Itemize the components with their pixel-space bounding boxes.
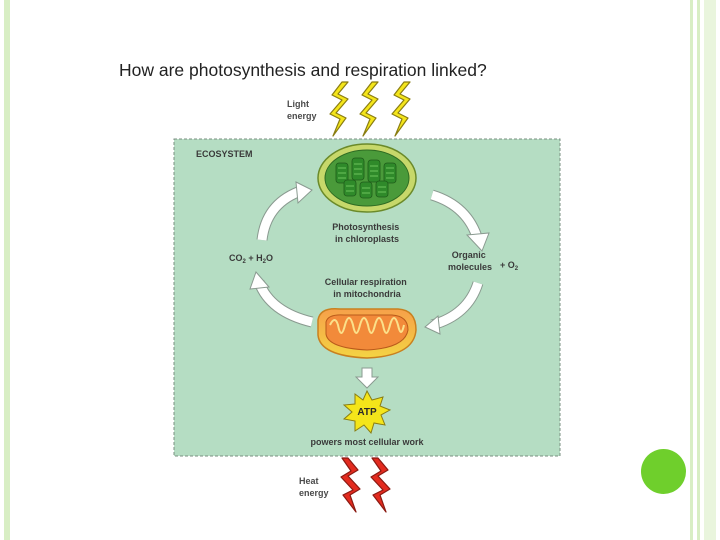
slide-border-left <box>4 0 10 540</box>
co2-h2o-label: CO2 + H2O <box>229 253 273 265</box>
cycle-arrows <box>249 181 490 335</box>
heat-energy-bolts <box>340 457 391 513</box>
mitochondrion-illustration <box>317 307 417 359</box>
arrow-left-up-icon <box>256 181 313 241</box>
slide-border-right <box>697 0 700 540</box>
arrow-left-down-up-icon <box>249 271 314 328</box>
powers-cellular-work-label: powers most cellular work <box>310 437 424 447</box>
light-energy-label: Light energy <box>287 99 317 121</box>
lightning-bolt-icon <box>329 81 349 137</box>
arrow-right-up-down-icon <box>424 281 484 335</box>
arrow-down-icon <box>354 367 380 389</box>
organic-molecules-label: Organic molecules <box>448 250 492 272</box>
slide-title: How are photosynthesis and respiration l… <box>119 60 487 80</box>
cellular-respiration-label: Cellular respiration in mitochondria <box>325 277 410 299</box>
accent-dot <box>641 449 686 494</box>
heat-energy-label: Heat energy <box>299 476 329 498</box>
lightning-bolt-icon <box>391 81 411 137</box>
arrow-right-down-icon <box>430 189 490 252</box>
slide-border-right <box>690 0 693 540</box>
o2-label: + O2 <box>500 260 519 272</box>
heat-bolt-icon <box>370 457 391 513</box>
chloroplast-illustration <box>317 143 417 213</box>
photosynthesis-label: Photosynthesis in chloroplasts <box>332 222 402 244</box>
atp-starburst: ATP <box>342 389 392 435</box>
atp-label: ATP <box>357 407 377 418</box>
ecosystem-label: ECOSYSTEM <box>196 149 253 159</box>
heat-bolt-icon <box>340 457 361 513</box>
lightning-bolt-icon <box>359 81 379 137</box>
slide-border-right <box>704 0 716 540</box>
light-energy-bolts <box>329 81 411 137</box>
